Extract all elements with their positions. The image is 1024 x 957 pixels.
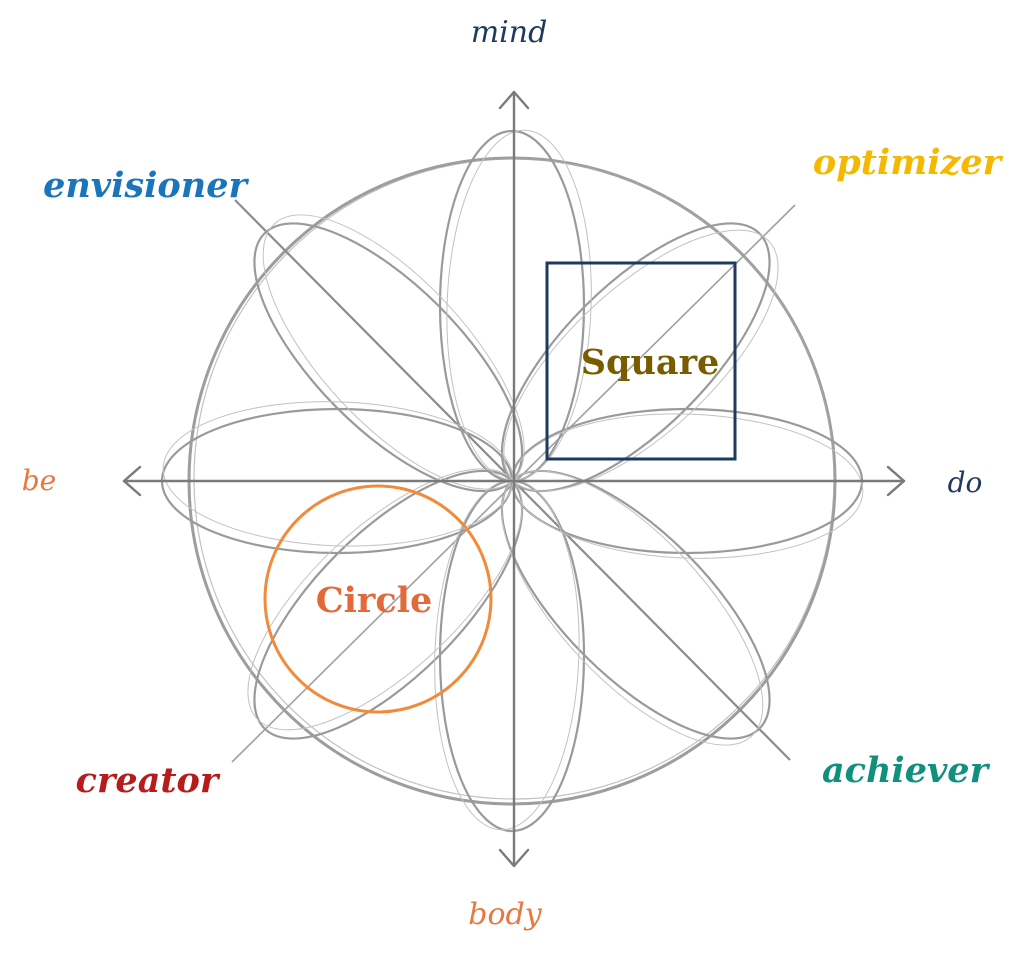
axis-label-mind: mind (471, 15, 548, 50)
axis-vertical (498, 90, 530, 868)
label-creator: creator (76, 760, 221, 801)
label-envisioner: envisioner (43, 165, 249, 206)
axis-label-body: body (468, 897, 542, 932)
square-shape (545, 261, 737, 461)
circle-shape (263, 484, 493, 714)
label-square: Square (581, 342, 720, 383)
label-circle: Circle (316, 580, 432, 621)
axis-horizontal (122, 465, 906, 497)
axis-label-do: do (948, 466, 983, 499)
label-optimizer: optimizer (813, 142, 1004, 183)
axis-label-be: be (22, 464, 57, 497)
label-achiever: achiever (822, 750, 991, 791)
